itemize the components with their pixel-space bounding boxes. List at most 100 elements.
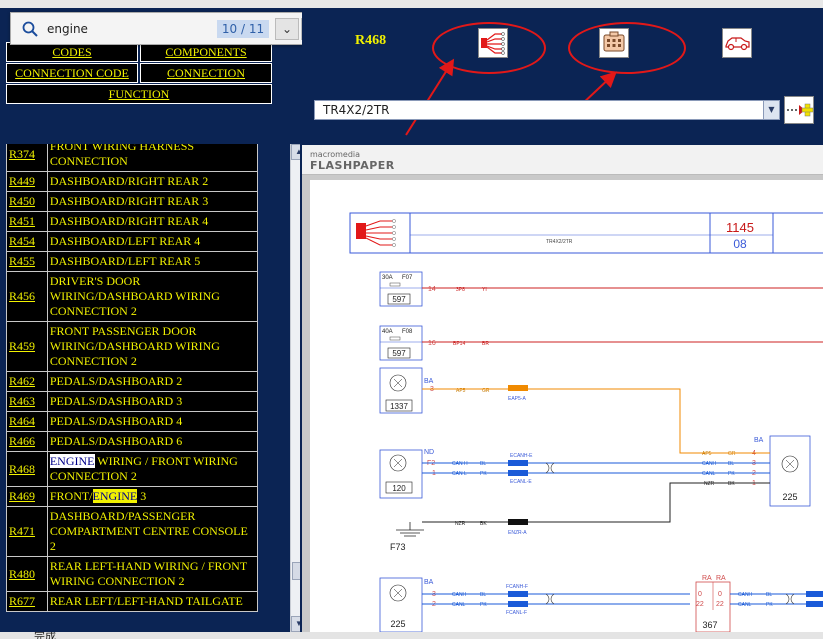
comp-225-part: 225 xyxy=(782,492,797,502)
list-item-description: DASHBOARD/RIGHT REAR 2 xyxy=(46,171,259,192)
bottom-left-wire-1: CANH xyxy=(452,592,467,598)
list-item-code-link[interactable]: R455 xyxy=(6,251,48,272)
connection-button[interactable]: CONNECTION xyxy=(140,63,272,83)
fuse-1-label: 30A xyxy=(382,275,393,281)
fuse-2-code: F08 xyxy=(402,329,413,335)
comp-1337-label: BA xyxy=(424,378,434,385)
diagram-header: R468 TR4X2 xyxy=(302,8,823,140)
diagram-ref-code: TR4X2/2TR xyxy=(546,239,573,245)
list-item-code-link[interactable]: R456 xyxy=(6,271,48,322)
comp-225-wire-3: CANL xyxy=(702,471,716,477)
scroll-down-icon[interactable]: ▼ xyxy=(291,616,300,632)
list-item-description: DASHBOARD/LEFT REAR 5 xyxy=(46,251,259,272)
list-item-code-link[interactable]: R374 xyxy=(6,144,48,172)
list-item-code-link[interactable]: R469 xyxy=(6,486,48,507)
function-button[interactable]: FUNCTION xyxy=(6,84,272,104)
bottom-right-wire-1: CANH xyxy=(738,592,753,598)
list-item-code-link[interactable]: R466 xyxy=(6,431,48,452)
go-arrow-button[interactable] xyxy=(784,96,814,124)
comp-120-splice-2: ECANL-E xyxy=(510,479,532,485)
logo-small-text: macromedia xyxy=(310,150,361,159)
list-item-code-link[interactable]: R462 xyxy=(6,371,48,392)
list-item-code-link[interactable]: R468 xyxy=(6,451,48,487)
connection-code-button[interactable]: CONNECTION CODE xyxy=(6,63,138,83)
comp-120-color-2: PK xyxy=(480,471,487,477)
find-bar: 10 / 11 ⌄ ⌃ × xyxy=(10,12,342,45)
logo-big-text: FLASHPAPER xyxy=(310,159,395,172)
flashpaper-logo: macromedia FLASHPAPER xyxy=(310,150,395,172)
ground-color: BK xyxy=(480,521,487,527)
variant-select[interactable]: TR4X2/2TR ▼ xyxy=(314,100,780,120)
find-input[interactable] xyxy=(47,19,227,39)
comp-120-wire-2: CAN L xyxy=(452,471,467,477)
list-item-description: FRONT PASSENGER DOOR WIRING/DASHBOARD WI… xyxy=(46,321,259,372)
comp-225-color-4: BK xyxy=(728,481,735,487)
list-item-code-link[interactable]: R454 xyxy=(6,231,48,252)
list-item-description: DRIVER'S DOOR WIRING/DASHBOARD WIRING CO… xyxy=(46,271,259,322)
fuse-2-wire: BP14 xyxy=(453,341,465,347)
list-item-description: REAR LEFT/LEFT-HAND TAILGATE xyxy=(46,591,259,612)
list-item-code-link[interactable]: R451 xyxy=(6,211,48,232)
list-item-description: DASHBOARD/LEFT REAR 4 xyxy=(46,231,259,252)
list-item-code-link[interactable]: R471 xyxy=(6,506,48,557)
scroll-thumb[interactable] xyxy=(292,562,300,580)
comp-225-wire-4: NZR xyxy=(704,481,715,487)
bottom-mid-label: RA xyxy=(702,575,712,582)
find-next-down-button[interactable]: ⌄ xyxy=(275,18,299,40)
list-item-code-link[interactable]: R449 xyxy=(6,171,48,192)
annotation-arrows xyxy=(405,58,617,136)
list-item-code-link[interactable]: R463 xyxy=(6,391,48,412)
flash-paper-viewer: macromedia FLASHPAPER TR4X2/2TR 1145 08 … xyxy=(302,145,823,632)
bottom-left-splice-1: FCANH-F xyxy=(506,584,528,590)
list-item-code-link[interactable]: R464 xyxy=(6,411,48,432)
comp-1337-splice: EAP5-A xyxy=(508,396,526,402)
comp-1337-wire: AP5 xyxy=(456,388,466,394)
fuse-1-code: F07 xyxy=(402,275,413,281)
list-item-code-link[interactable]: R677 xyxy=(6,591,48,612)
bottom-right-wire-2: CANL xyxy=(738,602,752,608)
list-item-description: PEDALS/DASHBOARD 2 xyxy=(46,371,259,392)
list-item-description: DASHBOARD/PASSENGER COMPARTMENT CENTRE C… xyxy=(46,506,259,557)
codes-button[interactable]: CODES xyxy=(6,42,138,62)
status-text: 完成 xyxy=(34,632,56,639)
status-bar: 完成 xyxy=(0,632,823,639)
diagram-page[interactable]: TR4X2/2TR 1145 08 30A F07 597 14 3P8 YI … xyxy=(310,180,823,632)
ground-wire: NZR xyxy=(455,521,466,527)
viewer-toolbar: macromedia FLASHPAPER xyxy=(302,145,823,175)
comp-225-color-2: BL xyxy=(728,461,734,467)
list-item-code-link[interactable]: R459 xyxy=(6,321,48,372)
fuse-2-label: 40A xyxy=(382,329,393,335)
car-icon[interactable] xyxy=(722,28,752,58)
components-button[interactable]: COMPONENTS xyxy=(140,42,272,62)
list-item-code-link[interactable]: R450 xyxy=(6,191,48,212)
bottom-mid-pin-r2: 22 xyxy=(716,601,724,608)
scroll-up-icon[interactable]: ▲ xyxy=(291,144,300,160)
comp-225-wire-2: CANH xyxy=(702,461,717,467)
diagram-page-sub: 08 xyxy=(733,237,747,251)
comp-225-label: BA xyxy=(754,437,764,444)
fuse-1-part: 597 xyxy=(392,295,406,304)
list-scrollbar[interactable]: ▲ ▼ xyxy=(290,144,300,632)
chevron-down-icon[interactable]: ▼ xyxy=(763,101,779,119)
list-item-code-link[interactable]: R480 xyxy=(6,556,48,592)
find-match-count: 10 / 11 xyxy=(217,20,269,38)
page-title: R468 xyxy=(355,33,387,48)
annotation-ellipse xyxy=(568,22,686,74)
